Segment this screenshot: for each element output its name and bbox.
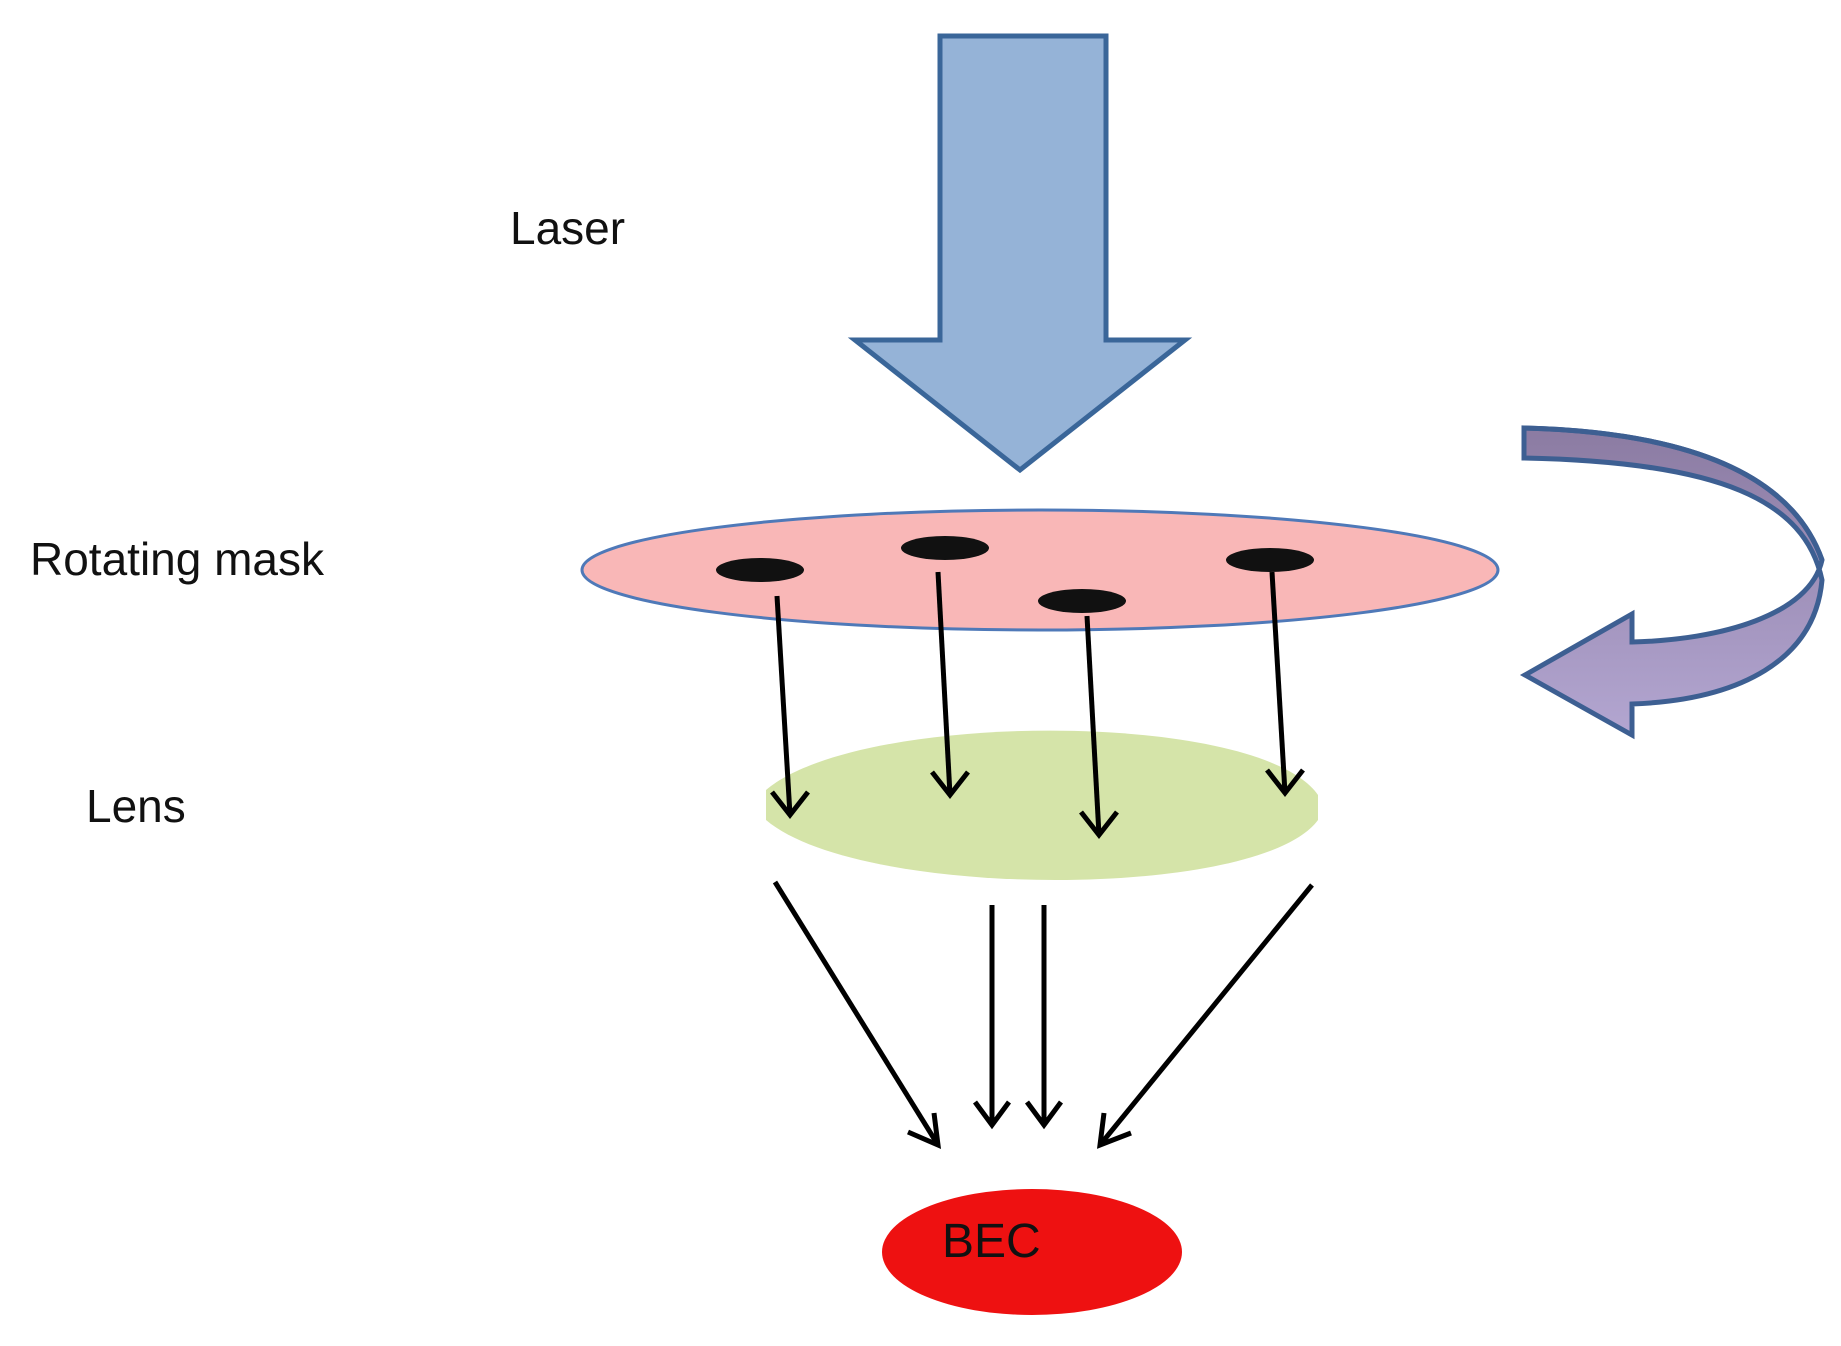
mask-hole	[901, 536, 989, 560]
rotating-mask-label: Rotating mask	[30, 533, 325, 585]
rotation-arrow-icon	[1519, 425, 1825, 740]
beam-arrowhead	[770, 790, 810, 820]
beam-arrowhead	[1079, 810, 1119, 840]
focus-arrowhead	[907, 1112, 942, 1150]
mask-hole	[1038, 589, 1126, 613]
focus-arrowhead	[972, 1100, 1012, 1130]
lens	[766, 730, 1318, 880]
focus-arrowhead	[1024, 1100, 1064, 1130]
focus-arrow	[772, 880, 941, 1147]
focus-arrow	[1098, 883, 1314, 1147]
bec-cloud	[882, 1189, 1182, 1315]
lens-label: Lens	[86, 780, 186, 832]
bec-label: BEC	[942, 1215, 1041, 1268]
beam-arrow	[935, 571, 953, 796]
beam-arrow	[1084, 615, 1102, 836]
laser-label: Laser	[510, 202, 626, 254]
laser-arrow-icon	[847, 33, 1193, 474]
beam-arrow	[774, 595, 793, 816]
focus-arrowhead	[1097, 1112, 1132, 1149]
mask-hole	[716, 558, 804, 582]
mask-hole	[1226, 548, 1314, 572]
beam-arrowhead	[1265, 768, 1305, 798]
beam-arrowhead	[930, 770, 970, 800]
beam-arrow	[1269, 571, 1288, 794]
rotating-mask	[580, 508, 1500, 632]
